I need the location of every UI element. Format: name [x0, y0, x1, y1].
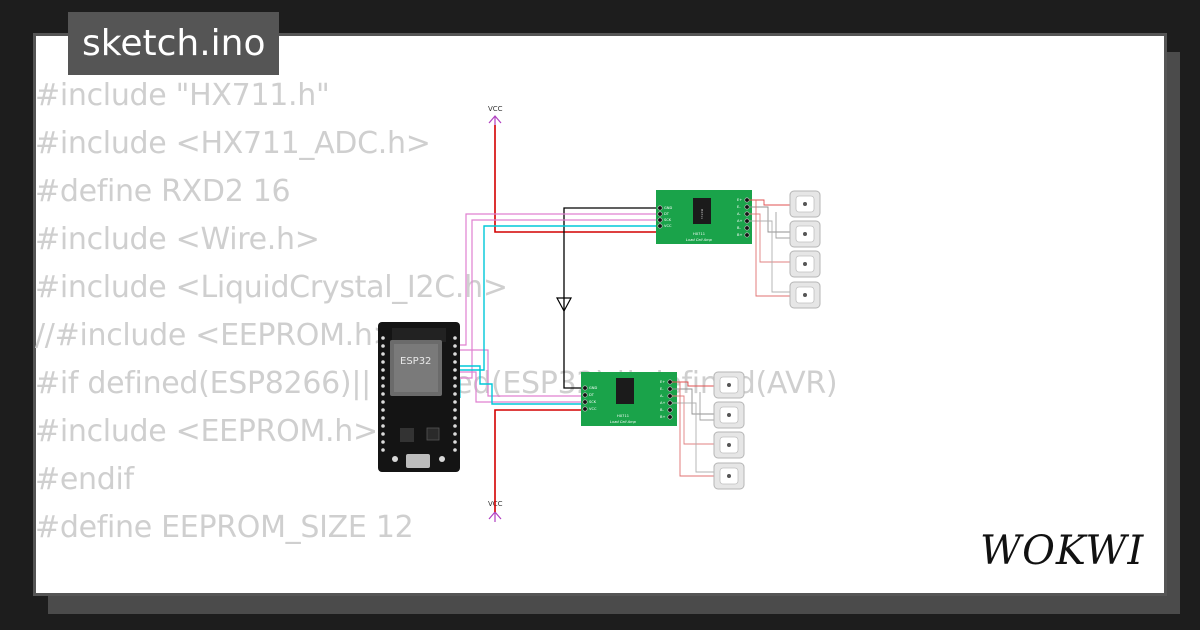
- code-line: #define RXD2 16: [35, 174, 291, 209]
- code-line: #include <Wire.h>: [35, 222, 320, 257]
- hx711-top-pin-aminus: A-: [737, 212, 741, 216]
- code-line: #include "HX711.h": [35, 78, 330, 113]
- hx711-top-pin-sck: SCK: [664, 218, 672, 222]
- preview-card: [33, 33, 1167, 596]
- hx711-top-pin-aplus: A+: [737, 219, 742, 223]
- hx711-bottom-module[interactable]: GND DT SCK VCC E+ E- A- A+ B- B+ HX711 L…: [581, 372, 677, 426]
- hx711-top-pin-eminus: E-: [737, 205, 741, 209]
- hx711-bottom-pin-sck: SCK: [589, 400, 597, 404]
- hx711-top-pin-eplus: E+: [737, 198, 742, 202]
- hx711-bottom-chip-name: HX711: [617, 414, 629, 418]
- hx711-top-module[interactable]: HX711 GND DT SCK VCC E+ E- A- A+ B- B+ H…: [656, 190, 752, 244]
- hx711-bottom-pin-gnd: GND: [589, 386, 597, 390]
- load-cells-top: [789, 190, 821, 309]
- hx711-top-chip-name: HX711: [693, 232, 705, 236]
- code-line: #endif: [35, 462, 134, 497]
- hx711-bottom-pin-bplus: B+: [660, 415, 665, 419]
- wokwi-logo-text: WOKWI: [980, 528, 1144, 574]
- hx711-top-pin-gnd: GND: [664, 206, 672, 210]
- ground-symbol: [555, 297, 573, 313]
- hx711-top-pin-bplus: B+: [737, 233, 742, 237]
- hx711-bottom-pin-aplus: A+: [660, 401, 665, 405]
- load-cells-bottom: [713, 371, 745, 490]
- hx711-bottom-caption: Load Cell Amp: [610, 420, 637, 424]
- hx711-bottom-pin-eminus: E-: [660, 387, 664, 391]
- hx711-top-pin-dt: DT: [664, 212, 670, 216]
- hx711-top-pin-bminus: B-: [737, 226, 741, 230]
- wokwi-logo: WOKWI: [980, 528, 1144, 574]
- esp32-board[interactable]: ESP32: [378, 322, 460, 472]
- code-line: #include <HX711_ADC.h>: [35, 126, 431, 161]
- hx711-bottom-pin-vcc: VCC: [589, 407, 597, 411]
- hx711-bottom-pin-bminus: B-: [660, 408, 664, 412]
- esp32-label: ESP32: [400, 356, 431, 367]
- vcc-top-symbol: VCC: [488, 105, 503, 125]
- hx711-top-caption: Load Cell Amp: [686, 238, 713, 242]
- hx711-bottom-pin-dt: DT: [589, 393, 595, 397]
- code-listing: #include "HX711.h" #include <HX711_ADC.h>…: [35, 72, 838, 552]
- file-title-tab: sketch.ino: [68, 12, 280, 75]
- hx711-top-pin-vcc: VCC: [664, 224, 672, 228]
- hx711-top-chip-label: HX711: [700, 209, 704, 219]
- hx711-bottom-pin-eplus: E+: [660, 380, 665, 384]
- code-line: #define EEPROM_SIZE 12: [35, 510, 414, 545]
- vcc-top-label: VCC: [488, 105, 503, 113]
- hx711-bottom-pin-aminus: A-: [660, 394, 664, 398]
- code-line: #include <LiquidCrystal_I2C.h>: [35, 270, 508, 305]
- code-line: #include <EEPROM.h>: [35, 414, 378, 449]
- code-line: //#include <EEPROM.h>: [35, 318, 398, 353]
